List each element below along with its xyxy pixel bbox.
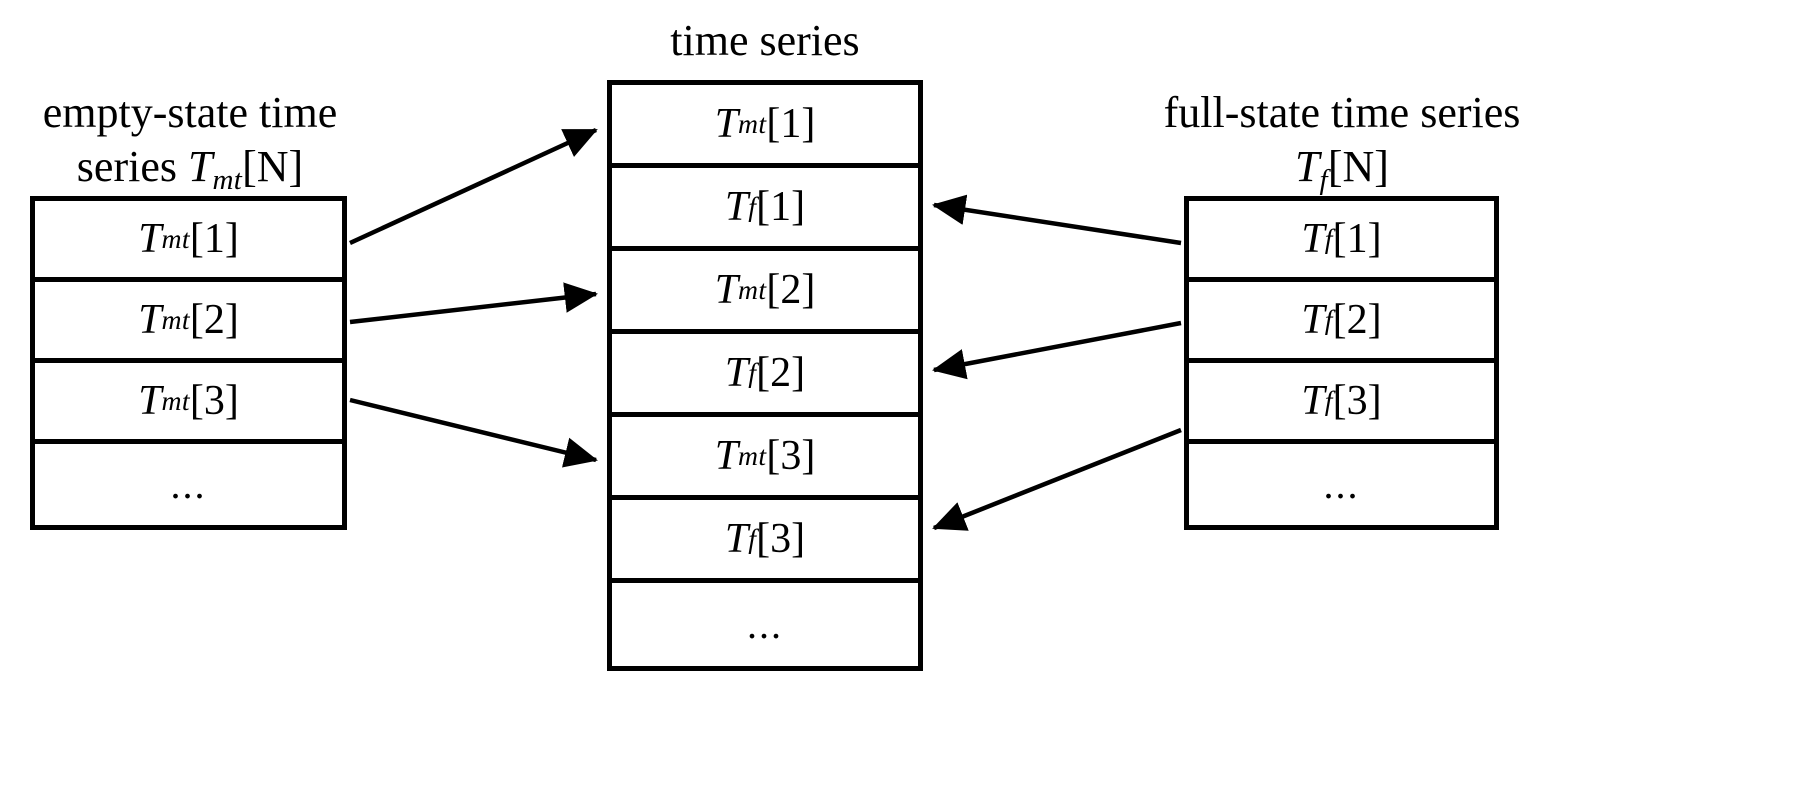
left-caption-line1: empty-state time (42, 88, 338, 137)
cell-math-index: [3] (189, 378, 239, 424)
connector-left-3 (349, 397, 598, 468)
cell-math-sub: f (1324, 304, 1333, 335)
right-caption-math-base: T (1295, 141, 1320, 191)
cell-math-base: T (138, 297, 162, 343)
left-table-caption: empty-state time series Tmt[N] (30, 86, 350, 198)
cell-math-sub: f (748, 191, 757, 222)
left-caption-math-index: [N] (242, 141, 304, 191)
cell-math-index: [1] (189, 216, 239, 262)
right-caption-line1: full-state time series (1163, 88, 1521, 137)
cell-math-base: T (724, 184, 749, 230)
cell-math-base: T (138, 378, 162, 424)
cell-math-index: [1] (756, 184, 806, 230)
cell-math-base: T (724, 350, 749, 396)
cell-math-index: [2] (1332, 297, 1382, 343)
right-caption-math-index: [N] (1327, 141, 1389, 191)
table-row-ellipsis: ... (612, 583, 918, 666)
table-row-ellipsis: ... (35, 444, 342, 525)
left-caption-line2: series Tmt[N] (30, 140, 350, 199)
cell-math-index: [3] (1332, 378, 1382, 424)
left-caption-math-sub: mt (212, 163, 243, 196)
cell-math-sub: mt (738, 440, 767, 471)
right-caption-math-sub: f (1319, 163, 1328, 196)
middle-caption-line1: time series (670, 16, 860, 65)
right-caption-line2: Tf[N] (1120, 140, 1564, 199)
left-caption-math-base: T (187, 141, 213, 191)
connector-right-3 (932, 427, 1182, 531)
connector-right-1 (932, 194, 1182, 246)
table-row-ellipsis: ... (1189, 444, 1494, 525)
cell-math-base: T (138, 216, 162, 262)
connector-left-2 (349, 282, 598, 325)
cell-math-sub: mt (161, 304, 190, 335)
cell-math-sub: f (748, 523, 757, 554)
left-caption-prefix: series (76, 141, 188, 191)
cell-math-sub: f (1324, 385, 1333, 416)
cell-math-base: T (714, 101, 739, 147)
cell-math-index: [1] (766, 101, 816, 147)
cell-math-index: [2] (756, 350, 806, 396)
cell-math-base: T (1301, 297, 1325, 343)
cell-math-base: T (724, 516, 749, 562)
cell-math-index: [1] (1332, 216, 1382, 262)
right-table-caption: full-state time series Tf[N] (1120, 86, 1564, 198)
cell-math-base: T (714, 267, 739, 313)
cell-math-sub: mt (738, 108, 767, 139)
cell-math-index: [2] (766, 267, 816, 313)
cell-math-sub: mt (161, 385, 190, 416)
cell-math-sub: mt (738, 274, 767, 305)
connector-left-1 (349, 127, 598, 246)
cell-math-base: T (1301, 216, 1325, 262)
cell-math-index: [3] (766, 433, 816, 479)
cell-math-index: [2] (189, 297, 239, 343)
cell-math-sub: mt (161, 223, 190, 254)
cell-math-base: T (714, 433, 739, 479)
cell-math-index: [3] (756, 516, 806, 562)
cell-math-sub: f (748, 357, 757, 388)
middle-table-caption: time series (607, 14, 923, 68)
cell-math-sub: f (1324, 223, 1333, 254)
connector-right-2 (932, 320, 1182, 380)
cell-math-base: T (1301, 378, 1325, 424)
